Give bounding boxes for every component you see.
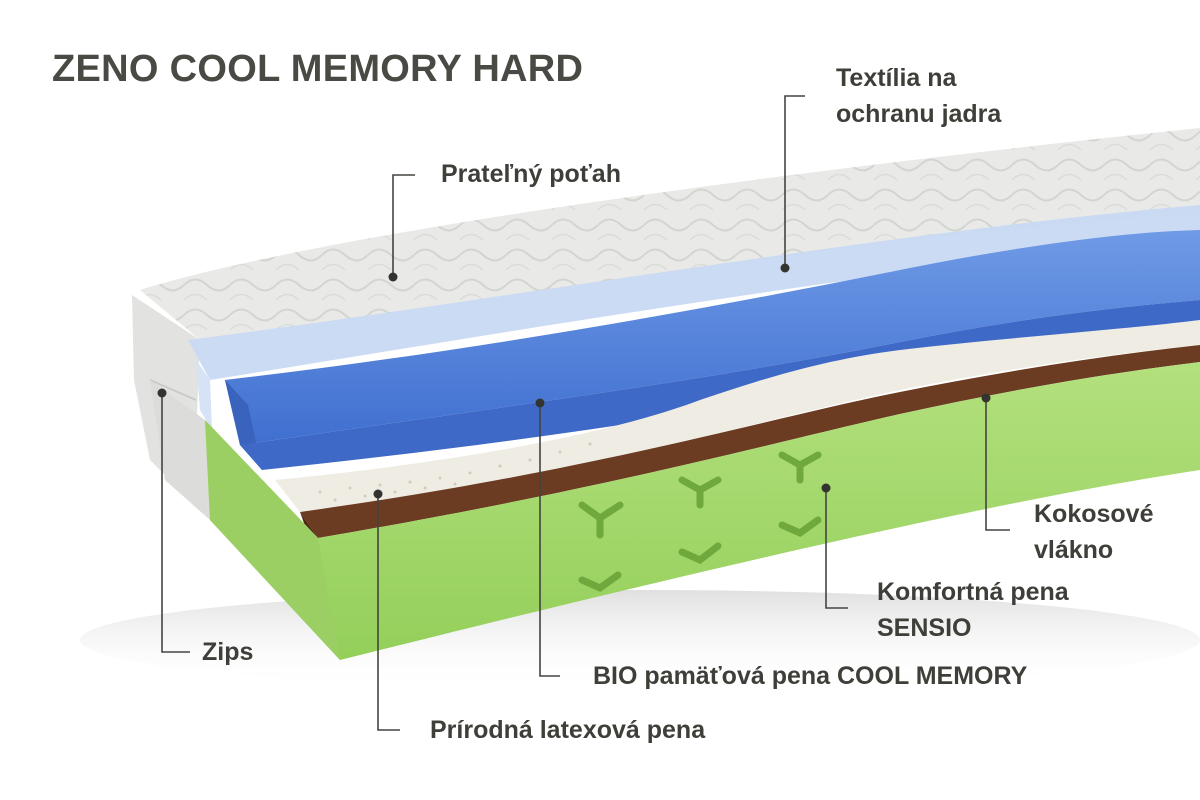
label-line: SENSIO — [877, 614, 972, 642]
blue-foam-top — [225, 230, 1200, 445]
label-line: Kokosové — [1034, 500, 1154, 528]
coconut-layer — [300, 345, 1200, 538]
label-comfort-foam: Komfortná pena SENSIO — [877, 574, 1069, 646]
foam-cutouts — [578, 451, 822, 593]
label-latex-foam: Prírodná latexová pena — [430, 716, 706, 744]
product-title: ZENO COOL MEMORY HARD — [52, 48, 584, 90]
label-memory-foam: BIO pamäťová pena COOL MEMORY — [593, 662, 1028, 690]
leader-lines — [161, 95, 1010, 731]
label-zip: Zips — [202, 638, 254, 666]
label-protective-textile: Textília na ochranu jadra — [836, 60, 1001, 132]
cover-top — [140, 128, 1200, 340]
green-foam — [205, 362, 1200, 660]
latex-holes — [318, 442, 592, 502]
label-line: Komfortná pena — [877, 578, 1069, 606]
label-line: ochranu jadra — [836, 100, 1002, 128]
label-washable-cover: Prateľný poťah — [441, 160, 621, 188]
textile-layer — [188, 205, 1200, 380]
label-coconut-fibre: Kokosové vlákno — [1034, 496, 1153, 568]
latex-layer — [275, 320, 1200, 512]
label-line: Textília na — [836, 64, 957, 92]
leader-dots — [157, 263, 991, 499]
label-line: vlákno — [1034, 536, 1114, 564]
cover-lower — [150, 380, 210, 520]
